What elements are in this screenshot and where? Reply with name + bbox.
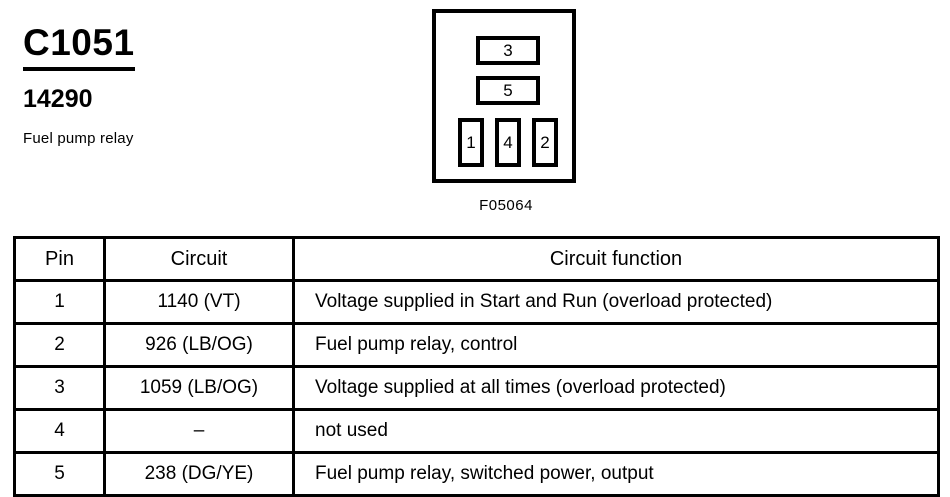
connector-pin-3-label: 3 — [503, 41, 513, 60]
column-header-pin: Pin — [13, 236, 106, 282]
connector-pin-5-label: 5 — [503, 81, 513, 100]
cell-circuit: – — [103, 408, 295, 454]
cell-circuit-function: not used — [292, 408, 940, 454]
connector-header: C1051 14290 Fuel pump relay — [23, 22, 363, 148]
connector-pin-1-label: 1 — [466, 133, 476, 152]
pin-function-table: Pin Circuit Circuit function 1 1140 (VT)… — [13, 236, 940, 497]
connector-face-diagram: 3 5 1 4 2 F05064 — [432, 9, 580, 214]
part-number: 14290 — [23, 85, 93, 113]
cell-circuit: 238 (DG/YE) — [103, 451, 295, 497]
table-row: 4 – not used — [13, 408, 940, 454]
cell-circuit: 1059 (LB/OG) — [103, 365, 295, 411]
table-row: 3 1059 (LB/OG) Voltage supplied at all t… — [13, 365, 940, 411]
component-name: Fuel pump relay — [23, 130, 134, 147]
column-header-circuit-function: Circuit function — [292, 236, 940, 282]
cell-circuit-function: Voltage supplied at all times (overload … — [292, 365, 940, 411]
connector-pin-4-label: 4 — [503, 133, 513, 152]
cell-pin: 2 — [13, 322, 106, 368]
table-row: 2 926 (LB/OG) Fuel pump relay, control — [13, 322, 940, 368]
cell-circuit-function: Fuel pump relay, control — [292, 322, 940, 368]
cell-pin: 4 — [13, 408, 106, 454]
table-row: 1 1140 (VT) Voltage supplied in Start an… — [13, 279, 940, 325]
connector-pin-2: 2 — [532, 118, 558, 167]
cell-circuit-function: Fuel pump relay, switched power, output — [292, 451, 940, 497]
cell-circuit-function: Voltage supplied in Start and Run (overl… — [292, 279, 940, 325]
connector-pin-2-label: 2 — [540, 133, 550, 152]
cell-pin: 5 — [13, 451, 106, 497]
table-row: 5 238 (DG/YE) Fuel pump relay, switched … — [13, 451, 940, 497]
connector-pin-3: 3 — [476, 36, 540, 65]
column-header-circuit: Circuit — [103, 236, 295, 282]
cell-pin: 1 — [13, 279, 106, 325]
cell-circuit: 926 (LB/OG) — [103, 322, 295, 368]
table-header-row: Pin Circuit Circuit function — [13, 236, 940, 282]
connector-pin-1: 1 — [458, 118, 484, 167]
cell-pin: 3 — [13, 365, 106, 411]
connector-id-underline — [23, 67, 135, 71]
connector-housing-outline: 3 5 1 4 2 — [432, 9, 576, 183]
figure-caption: F05064 — [479, 197, 533, 214]
connector-id: C1051 — [23, 22, 135, 63]
connector-pin-5: 5 — [476, 76, 540, 105]
connector-pin-4: 4 — [495, 118, 521, 167]
cell-circuit: 1140 (VT) — [103, 279, 295, 325]
